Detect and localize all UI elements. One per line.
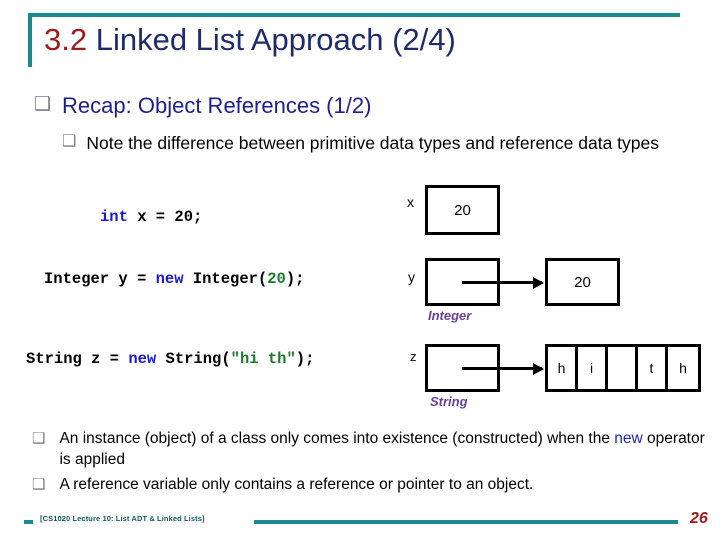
bullet-keyword-new: new (614, 430, 643, 447)
code-string-c: ); (295, 350, 315, 368)
bullet-instance-pre: An instance (object) of a class only com… (59, 430, 615, 447)
code-keyword-int: int (100, 208, 128, 226)
code-line-int: int x = 20; (100, 208, 202, 226)
code-string-a: String z = (26, 350, 129, 368)
string-cell: h (548, 347, 578, 389)
var-label-z: z (410, 349, 417, 364)
value-box-x: 20 (425, 185, 500, 235)
bullet-reference-label: A reference variable only contains a ref… (59, 476, 534, 493)
title-left-bar (28, 13, 32, 67)
code-int-rest: x = 20; (127, 208, 203, 226)
bullet-square-icon: ❑ (62, 133, 77, 150)
string-cell: h (679, 360, 687, 376)
page-title: 3.2 Linked List Approach (2/4) (44, 20, 456, 60)
bullet-note-label: Note the difference between primitive da… (86, 133, 660, 153)
code-integer-c: ); (285, 270, 305, 288)
string-char-array: h i t h (545, 344, 701, 392)
code-integer-a: Integer y = (44, 270, 156, 288)
code-literal-20: 20 (267, 270, 286, 288)
code-line-string: String z = new String("hi th"); (26, 350, 314, 368)
var-label-y: y (408, 269, 415, 285)
page-number: 26 (690, 510, 708, 527)
footer-left-dash (24, 520, 33, 524)
pointer-arrow-y (462, 276, 544, 289)
code-keyword-new: new (128, 350, 157, 368)
code-string-b: String( (156, 350, 231, 368)
code-integer-b: Integer( (183, 270, 268, 288)
bullet-note: ❑ Note the difference between primitive … (62, 131, 682, 156)
pointer-arrow-z (462, 362, 544, 375)
type-label-string: String (430, 394, 468, 409)
page-title-number: 3.2 (44, 22, 88, 57)
bullet-recap: ❑ Recap: Object References (1/2) (34, 92, 674, 119)
string-cell: t (638, 347, 668, 389)
footer-rule (254, 520, 678, 524)
bullet-recap-label: Recap: Object References (1/2) (62, 93, 372, 118)
bullet-reference: ❑ A reference variable only contains a r… (32, 474, 712, 495)
string-cell: i (578, 347, 608, 389)
title-top-rule (28, 13, 680, 17)
bullet-instance-label: An instance (object) of a class only com… (59, 428, 712, 470)
code-literal-hi-th: "hi th" (230, 350, 296, 368)
code-keyword-new: new (155, 270, 184, 288)
var-label-x: x (407, 194, 414, 210)
bullet-square-icon: ❑ (32, 430, 46, 447)
footer-label: [CS1020 Lecture 10: List ADT & Linked Li… (40, 514, 205, 523)
code-line-integer: Integer y = new Integer(20); (44, 270, 304, 288)
page-title-text: Linked List Approach (2/4) (87, 22, 456, 57)
bullet-square-icon: ❑ (34, 94, 52, 115)
bullet-instance: ❑ An instance (object) of a class only c… (32, 428, 712, 470)
object-box-integer-value: 20 (545, 258, 620, 306)
string-cell (608, 347, 638, 389)
type-label-integer: Integer (428, 308, 472, 323)
bullet-instance-post: operator is applied (59, 430, 705, 468)
bullet-square-icon: ❑ (32, 476, 46, 493)
